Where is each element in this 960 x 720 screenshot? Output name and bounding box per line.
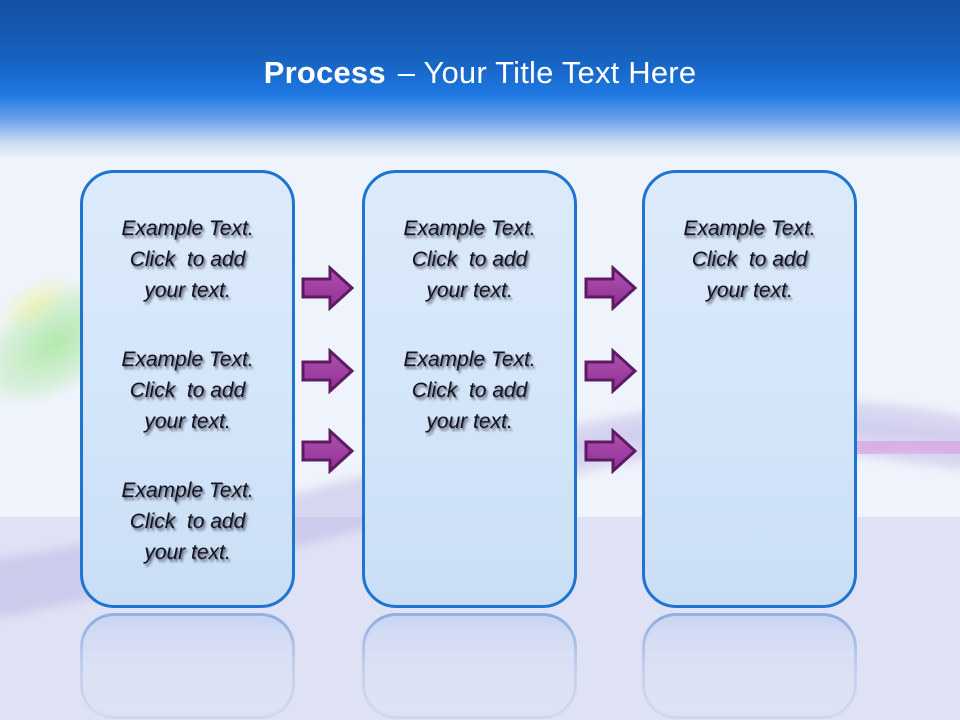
arrow-right-icon: [584, 428, 638, 474]
process-box-1: Example Text. Click to add your text. Ex…: [80, 170, 295, 608]
title-subtitle: – Your Title Text Here: [397, 55, 697, 90]
box-paragraph: Example Text. Click to add your text.: [121, 348, 254, 433]
box-paragraph: Example Text. Click to add your text.: [403, 348, 536, 433]
slide-title: Process – Your Title Text Here: [0, 0, 960, 91]
arrow-right-icon: [301, 428, 355, 474]
arrow-right-icon: [584, 348, 638, 394]
arrow-right-icon: [584, 265, 638, 311]
box-reflection: [80, 613, 295, 719]
arrow-right-icon: [301, 348, 355, 394]
box-paragraph: Example Text. Click to add your text.: [683, 217, 816, 302]
box-paragraph: Example Text. Click to add your text.: [121, 479, 254, 564]
arrow-right-icon: [301, 265, 355, 311]
box-paragraph: Example Text. Click to add your text.: [121, 217, 254, 302]
box-reflection: [362, 613, 577, 719]
process-box-3: Example Text. Click to add your text.: [642, 170, 857, 608]
title-keyword: Process: [263, 55, 386, 90]
arrow-group-1: [301, 265, 355, 474]
header-banner: Process – Your Title Text Here: [0, 0, 960, 162]
box-reflection: [642, 613, 857, 719]
arrow-group-2: [584, 265, 638, 474]
box-paragraph: Example Text. Click to add your text.: [403, 217, 536, 302]
process-box-2: Example Text. Click to add your text. Ex…: [362, 170, 577, 608]
